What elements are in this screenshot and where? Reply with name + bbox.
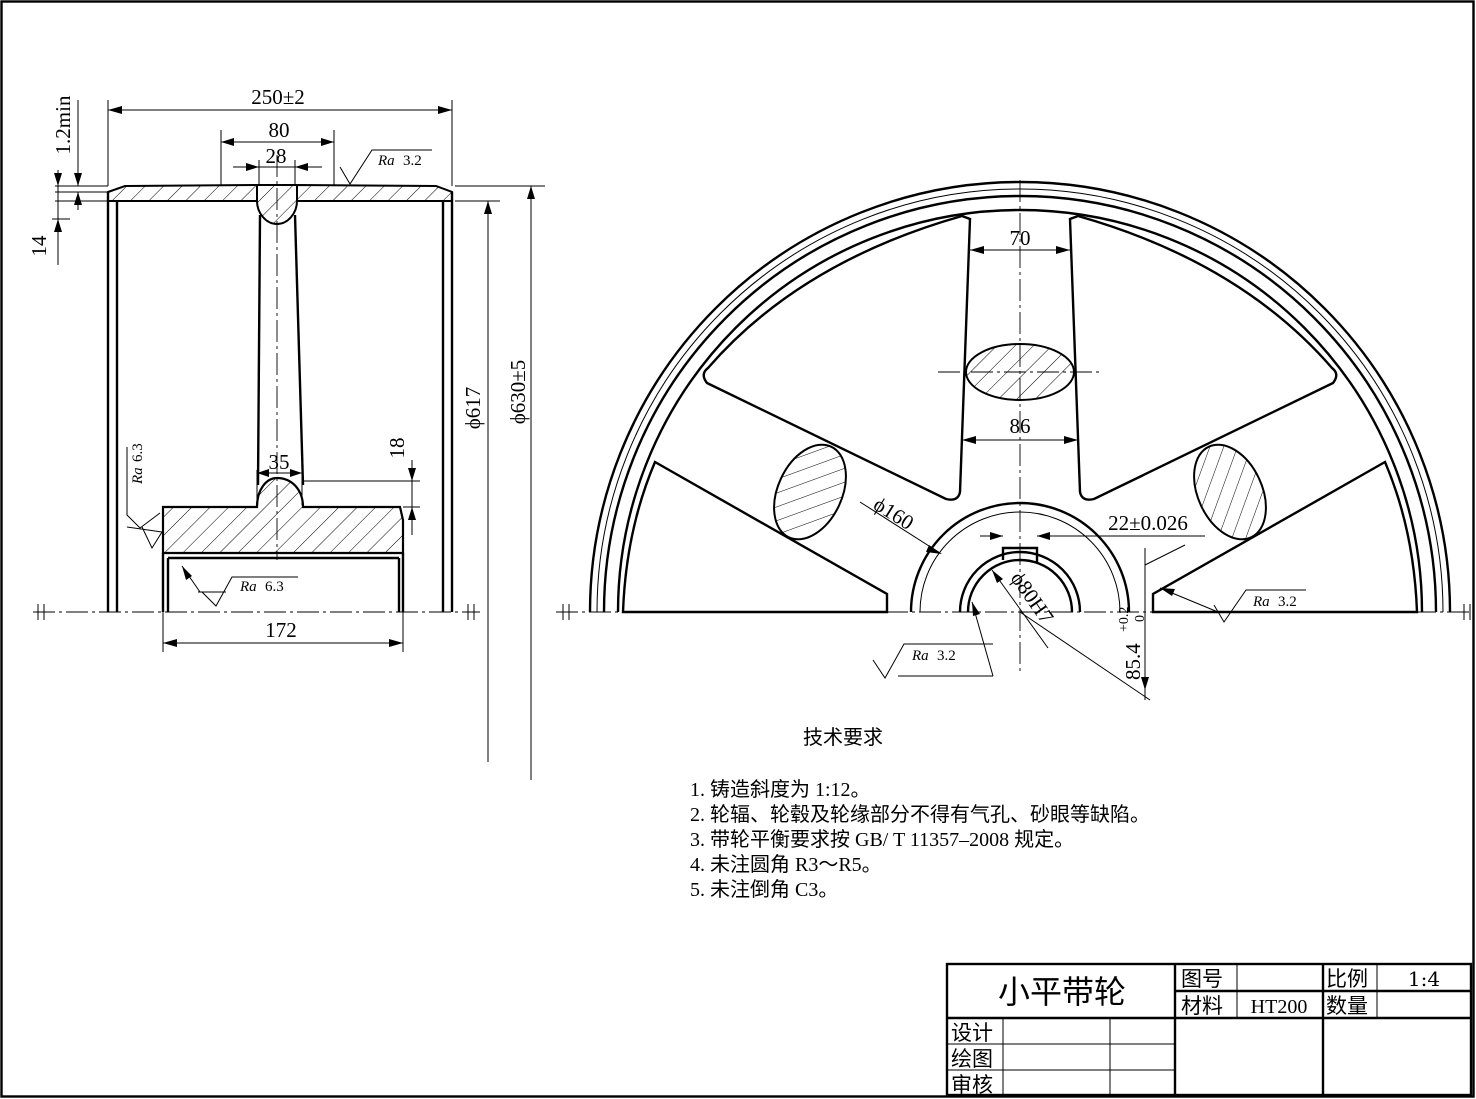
spoke-window-top-left	[702, 214, 972, 501]
title-block: 小平带轮 图号 比例 1:4 材料 HT200 数量 设计 绘图 审核	[945, 962, 1473, 1097]
dim-rib-80: 80	[269, 118, 290, 142]
dim-spoke-70: 70	[1010, 226, 1031, 250]
dim-keyway-tol-lower: 0	[1133, 615, 1148, 622]
dim-dia-630: ϕ630±5	[506, 360, 530, 425]
dim-hub-35: 35	[269, 450, 290, 474]
roughness-rim-outer: Ra 3.2	[339, 149, 432, 185]
dim-dia-617: ϕ617	[461, 387, 485, 430]
requirement-4: 4. 未注圆角 R3～R5。	[690, 853, 882, 876]
dim-bore-80: ϕ80H7	[1006, 567, 1059, 628]
spoke-window-left	[621, 460, 889, 614]
section-dimensions: 250±2 80 28 1.2min 14 ϕ617	[27, 85, 545, 780]
roughness-hub-side: Ra 6.3	[126, 443, 163, 550]
svg-text:3.2: 3.2	[403, 153, 422, 169]
rim-section	[107, 183, 258, 202]
svg-text:Ra: Ra	[130, 467, 146, 485]
review-label: 审核	[951, 1073, 993, 1097]
roughness-bore-front: Ra 3.2	[872, 601, 994, 679]
svg-text:3.2: 3.2	[937, 648, 956, 664]
rim-section-right	[296, 183, 453, 202]
roughness-bore: Ra 6.3	[181, 565, 298, 607]
svg-text:Ra: Ra	[1252, 594, 1270, 610]
drawn-label: 绘图	[951, 1047, 993, 1071]
requirement-3: 3. 带轮平衡要求按 GB/ T 11357–2008 规定。	[690, 828, 1074, 851]
scale-value: 1:4	[1408, 967, 1440, 991]
dim-hub-18: 18	[385, 438, 409, 459]
requirement-5: 5. 未注倒角 C3。	[690, 878, 838, 901]
dim-keyway-width: 22±0.026	[1108, 511, 1188, 535]
svg-text:Ra: Ra	[377, 153, 395, 169]
technical-requirements: 技术要求 1. 铸造斜度为 1:12。 2. 轮辐、轮毂及轮缘部分不得有气孔、砂…	[690, 726, 1150, 901]
svg-text:3.2: 3.2	[1278, 594, 1297, 610]
svg-text:Ra: Ra	[239, 579, 257, 595]
spoke-section-left	[773, 443, 847, 541]
dim-overall-width: 250±2	[251, 85, 305, 109]
front-view	[556, 180, 1471, 672]
requirements-title: 技术要求	[803, 726, 883, 749]
roughness-keyway-side: Ra 3.2	[1159, 587, 1306, 623]
svg-text:6.3: 6.3	[265, 579, 284, 595]
svg-text:Ra: Ra	[911, 648, 929, 664]
dim-hub-160: ϕ160	[869, 492, 918, 535]
part-name: 小平带轮	[998, 973, 1126, 1011]
drawing-no-label: 图号	[1181, 967, 1223, 991]
design-label: 设计	[951, 1021, 993, 1045]
dim-hub-172: 172	[265, 618, 297, 642]
material-value: HT200	[1251, 996, 1308, 1018]
scale-label: 比例	[1326, 967, 1368, 991]
hub-section	[161, 476, 405, 555]
svg-text:6.3: 6.3	[130, 443, 146, 462]
section-view	[33, 155, 480, 620]
dim-keyway-depth: 85.4	[1121, 643, 1145, 680]
spoke-section-right	[1193, 443, 1267, 541]
dim-keyway-tol-upper: +0.2	[1117, 607, 1132, 632]
requirement-1: 1. 铸造斜度为 1:12。	[690, 778, 871, 801]
dim-rim-min: 1.2min	[51, 95, 75, 154]
dim-spoke-86: 86	[1010, 414, 1031, 438]
material-label: 材料	[1181, 994, 1223, 1018]
quantity-label: 数量	[1326, 994, 1368, 1018]
dim-rim-14: 14	[27, 235, 51, 257]
requirement-2: 2. 轮辐、轮毂及轮缘部分不得有气孔、砂眼等缺陷。	[690, 803, 1150, 826]
front-dimensions: 70 86 ϕ160 ϕ80H7 22±0.026 85.4 +0.2 0	[859, 226, 1205, 701]
spoke-window-top-right	[1068, 214, 1338, 501]
dim-rib-28: 28	[266, 144, 287, 168]
